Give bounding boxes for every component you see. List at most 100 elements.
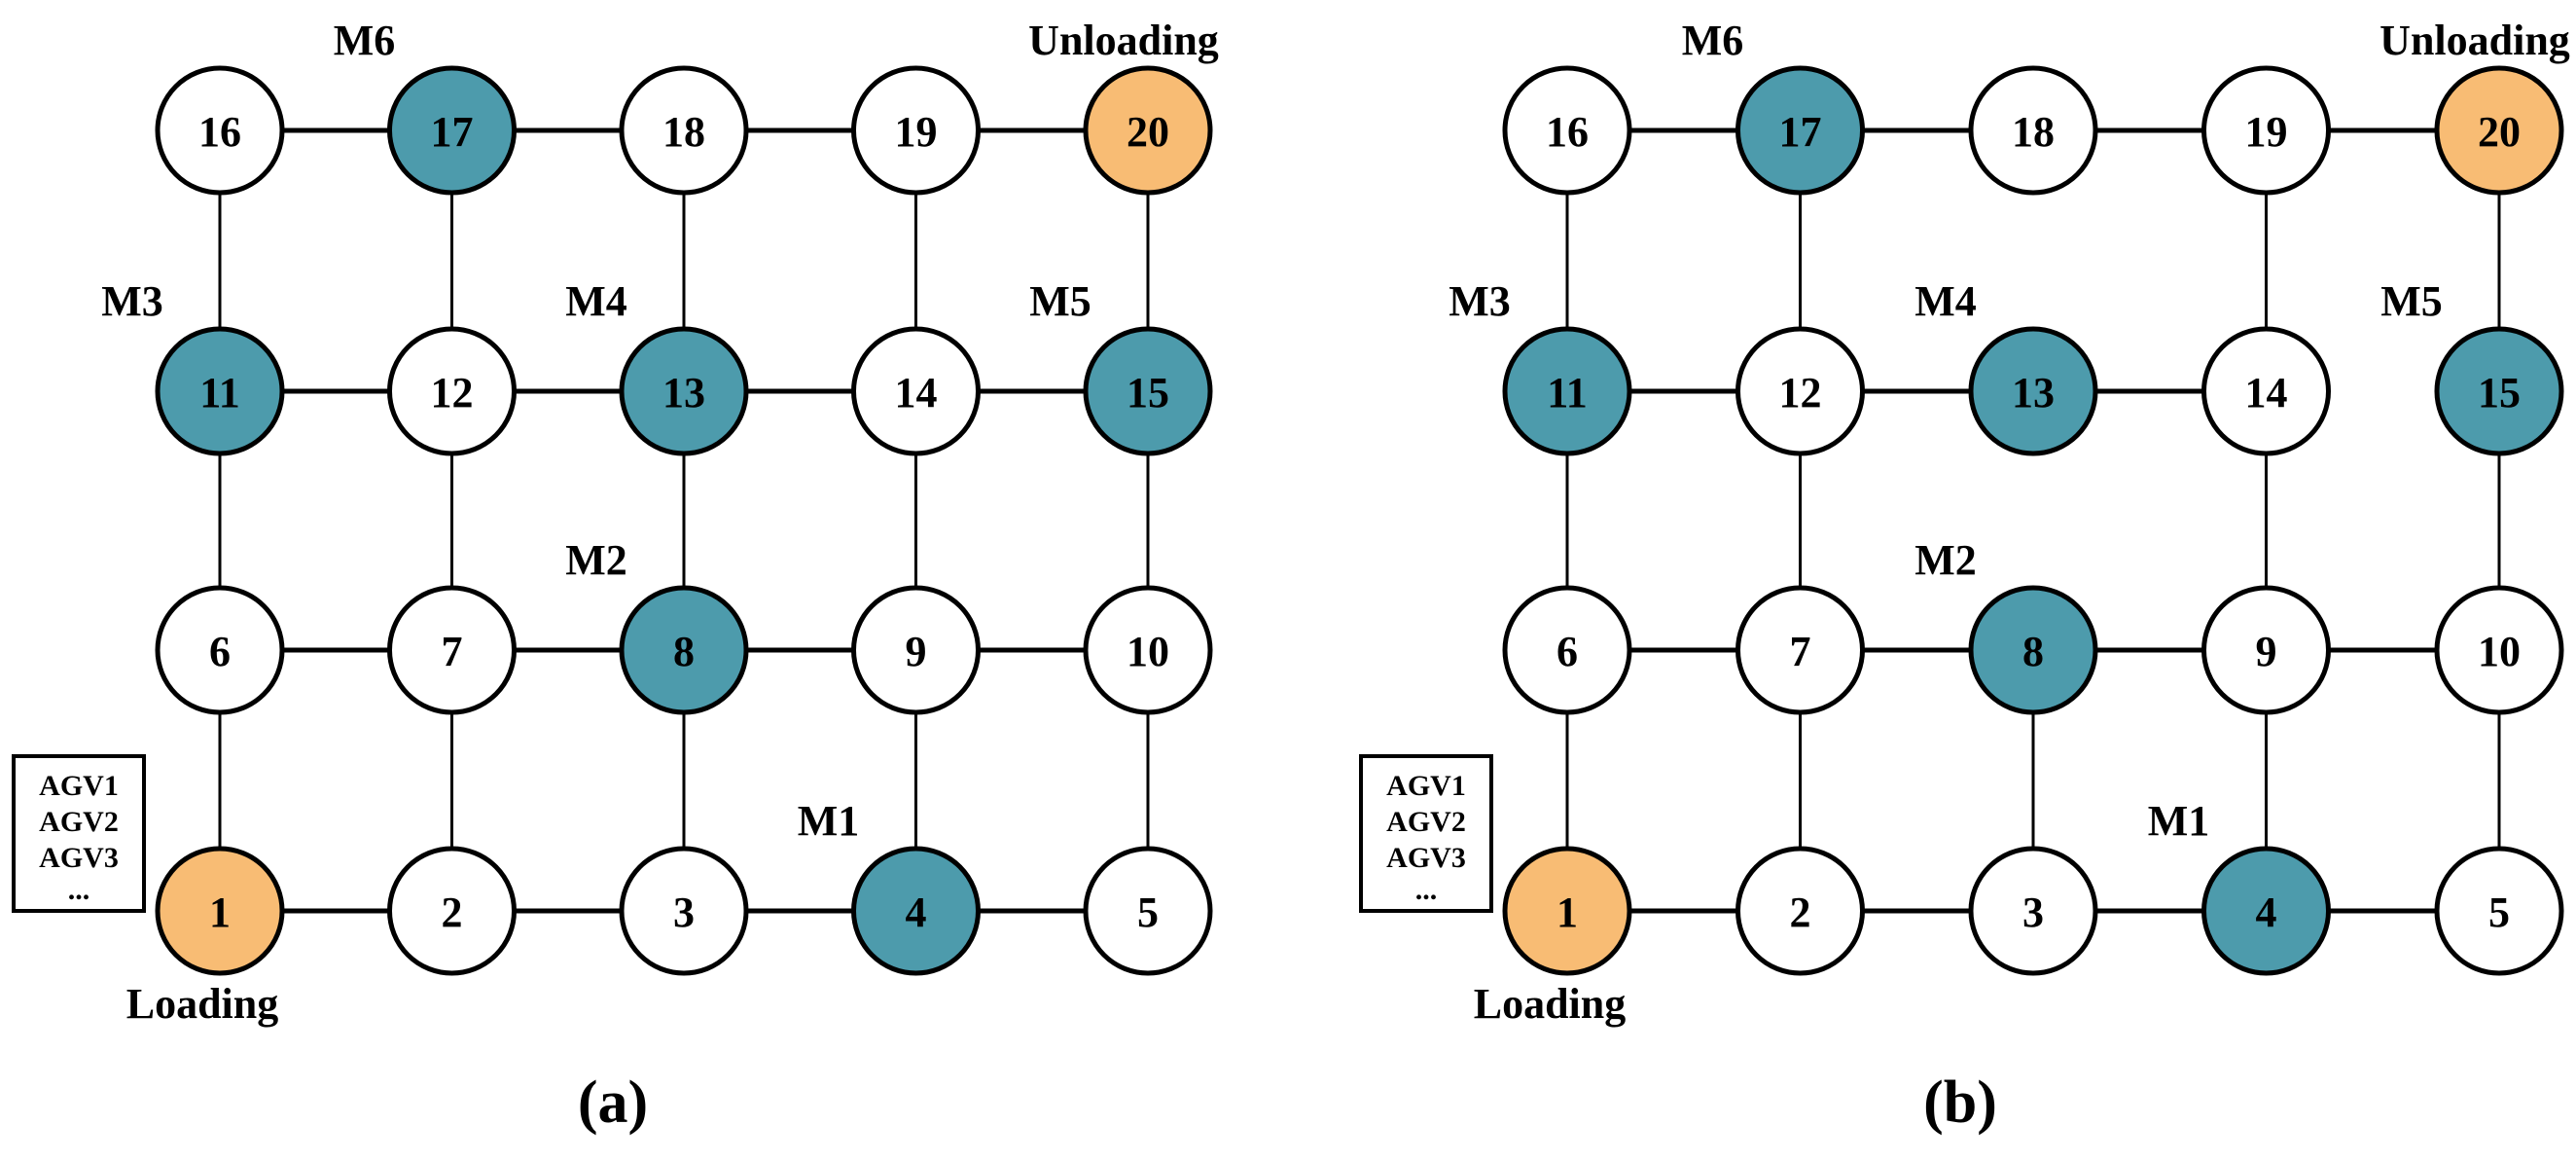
tag-a-unloading: Unloading [1028, 17, 1219, 64]
node-a-2 [387, 846, 517, 976]
node-a-8 [619, 585, 749, 715]
node-b-8 [1968, 585, 2098, 715]
node-number-b-10: 10 [2478, 628, 2521, 675]
node-number-b-3: 3 [2022, 889, 2044, 936]
agv-legend-line: AGV2 [1386, 806, 1466, 838]
tag-b-m5: M5 [2380, 277, 2443, 325]
node-b-20 [2434, 65, 2564, 196]
node-number-b-20: 20 [2478, 108, 2521, 156]
node-a-18 [619, 65, 749, 196]
tag-b-loading: Loading [1474, 980, 1627, 1028]
agv-legend-b: AGV1 AGV2 AGV3 ... [1359, 754, 1493, 913]
node-number-b-8: 8 [2022, 628, 2044, 675]
tag-b-m6: M6 [1682, 17, 1744, 64]
node-number-a-20: 20 [1127, 108, 1169, 156]
node-b-5 [2434, 846, 2564, 976]
node-number-a-6: 6 [209, 628, 231, 675]
node-number-a-17: 17 [431, 108, 474, 156]
agv-legend-line: AGV1 [1386, 770, 1466, 802]
node-number-a-18: 18 [662, 108, 705, 156]
node-b-18 [1968, 65, 2098, 196]
node-number-a-8: 8 [673, 628, 695, 675]
node-number-b-11: 11 [1547, 369, 1588, 417]
node-a-5 [1083, 846, 1213, 976]
node-number-b-12: 12 [1779, 369, 1822, 417]
node-number-b-1: 1 [1556, 889, 1578, 936]
node-a-6 [155, 585, 285, 715]
node-a-11 [155, 326, 285, 456]
tag-a-m1: M1 [798, 797, 860, 845]
node-b-7 [1735, 585, 1865, 715]
node-a-1 [155, 846, 285, 976]
node-b-12 [1735, 326, 1865, 456]
node-number-b-5: 5 [2488, 889, 2510, 936]
agv-legend-line: AGV3 [39, 842, 119, 874]
tag-a-loading: Loading [126, 980, 279, 1028]
node-number-b-6: 6 [1556, 628, 1578, 675]
node-number-a-1: 1 [209, 889, 231, 936]
node-number-b-19: 19 [2245, 108, 2288, 156]
node-a-20 [1083, 65, 1213, 196]
node-number-b-13: 13 [2012, 369, 2055, 417]
agv-legend-a: AGV1 AGV2 AGV3 ... [12, 754, 146, 913]
node-number-a-11: 11 [199, 369, 240, 417]
node-number-a-2: 2 [442, 889, 463, 936]
tag-b-m1: M1 [2148, 797, 2210, 845]
node-number-b-18: 18 [2012, 108, 2055, 156]
tag-b-m2: M2 [1914, 536, 1977, 584]
node-b-10 [2434, 585, 2564, 715]
agv-legend-line: AGV1 [39, 770, 119, 802]
agv-legend-ellipsis: ... [67, 874, 90, 906]
node-number-a-7: 7 [442, 628, 463, 675]
node-b-13 [1968, 326, 2098, 456]
node-b-16 [1502, 65, 1632, 196]
tag-a-m6: M6 [334, 17, 396, 64]
node-a-9 [851, 585, 981, 715]
tag-a-m5: M5 [1029, 277, 1091, 325]
tag-b-m4: M4 [1914, 277, 1977, 325]
caption-b: (b) [1923, 1070, 1997, 1136]
node-number-a-19: 19 [895, 108, 938, 156]
tag-b-unloading: Unloading [2379, 17, 2570, 64]
node-a-10 [1083, 585, 1213, 715]
node-a-19 [851, 65, 981, 196]
tag-b-m3: M3 [1449, 277, 1511, 325]
node-a-7 [387, 585, 517, 715]
node-number-a-15: 15 [1127, 369, 1169, 417]
node-number-a-9: 9 [906, 628, 927, 675]
agv-legend-line: AGV3 [1386, 842, 1466, 874]
node-number-a-16: 16 [198, 108, 241, 156]
node-b-11 [1502, 326, 1632, 456]
node-number-a-14: 14 [895, 369, 938, 417]
node-number-a-4: 4 [906, 889, 927, 936]
node-number-b-14: 14 [2245, 369, 2288, 417]
node-a-13 [619, 326, 749, 456]
node-number-a-3: 3 [673, 889, 695, 936]
node-b-4 [2201, 846, 2331, 976]
node-a-16 [155, 65, 285, 196]
node-b-14 [2201, 326, 2331, 456]
node-number-b-15: 15 [2478, 369, 2521, 417]
node-a-3 [619, 846, 749, 976]
node-number-a-12: 12 [431, 369, 474, 417]
node-b-3 [1968, 846, 2098, 976]
tag-a-m3: M3 [101, 277, 163, 325]
node-b-17 [1735, 65, 1865, 196]
node-number-a-5: 5 [1137, 889, 1159, 936]
node-number-b-4: 4 [2256, 889, 2277, 936]
node-b-6 [1502, 585, 1632, 715]
node-b-15 [2434, 326, 2564, 456]
node-b-1 [1502, 846, 1632, 976]
node-number-a-10: 10 [1127, 628, 1169, 675]
node-number-b-7: 7 [1790, 628, 1811, 675]
tag-a-m2: M2 [565, 536, 627, 584]
node-number-a-13: 13 [662, 369, 705, 417]
node-a-14 [851, 326, 981, 456]
node-a-12 [387, 326, 517, 456]
node-a-4 [851, 846, 981, 976]
node-b-9 [2201, 585, 2331, 715]
node-number-b-2: 2 [1790, 889, 1811, 936]
